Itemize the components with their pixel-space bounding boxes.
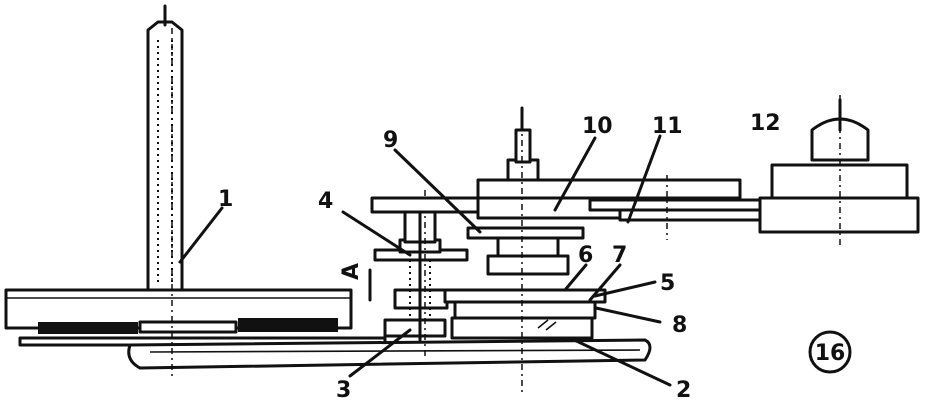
label-5: 5 [660,271,675,296]
label-A: A [339,263,364,280]
column-1 [146,4,184,378]
label-12: 12 [750,111,781,136]
label-6: 6 [578,243,593,268]
label-11: 11 [652,114,683,139]
label-8: 8 [672,313,687,338]
label-4: 4 [318,189,333,214]
part-labels: 1 2 3 4 5 6 7 8 9 10 11 12 A [218,111,781,403]
label-1: 1 [218,187,233,212]
figure-number: 16 [808,330,852,374]
label-2: 2 [676,378,691,403]
left-shaft-assembly [373,190,469,360]
label-3: 3 [336,378,351,403]
base-plate [18,336,652,370]
figure-number-text: 16 [815,341,846,366]
leader-lines [178,134,672,387]
motor-box-12 [758,95,920,245]
left-platform [4,288,353,334]
label-9: 9 [383,128,398,153]
center-stack [443,106,742,392]
label-7: 7 [612,243,627,268]
label-10: 10 [582,114,613,139]
